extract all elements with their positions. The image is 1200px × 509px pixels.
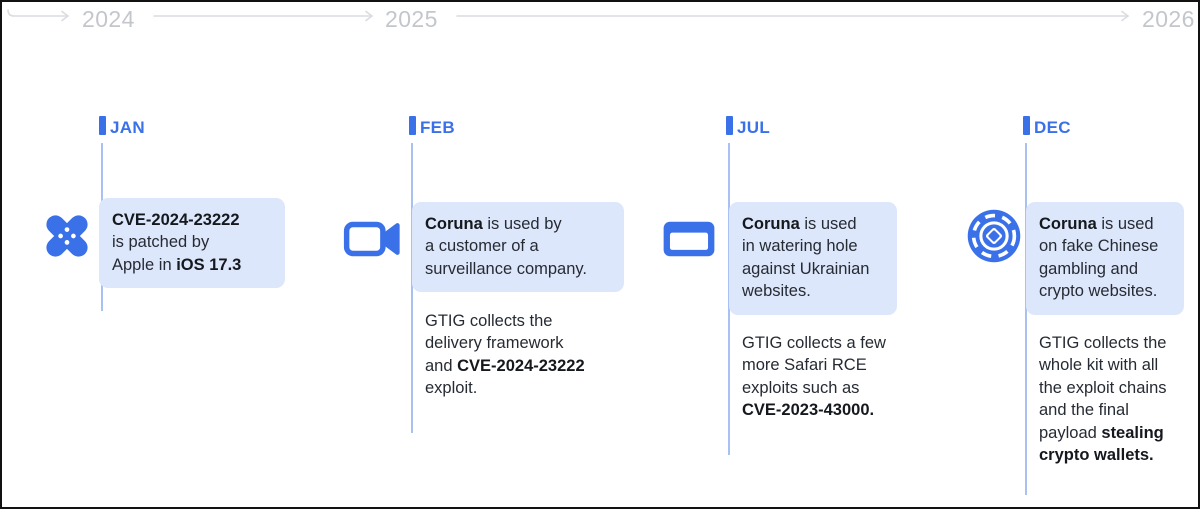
- note_lines-line: payload stealing: [1039, 422, 1198, 444]
- timeline-vertical-line: [411, 143, 413, 433]
- body-text: and the final: [1039, 401, 1129, 420]
- body-text: a customer of a: [425, 237, 539, 256]
- body-text: is used: [1096, 215, 1154, 233]
- event-card: Coruna is used in watering hole against Uk…: [729, 202, 897, 315]
- body-text: the exploit chains: [1039, 378, 1167, 397]
- body-text: against Ukrainian: [742, 259, 870, 278]
- month-tick-feb: [409, 116, 416, 135]
- card_lines-line: Coruna is used: [1039, 213, 1171, 235]
- card_lines-line: CVE-2024-23222: [112, 209, 272, 231]
- card_lines-line: in watering hole: [742, 235, 884, 257]
- event-note: GTIG collects the whole kit with all the e…: [1039, 332, 1198, 467]
- month-label-jul: JUL: [737, 118, 771, 137]
- event-note: GTIG collects the delivery framework and C…: [425, 310, 651, 400]
- year-axis: 2024 2025 2026: [2, 2, 1198, 48]
- card_lines-line: Coruna is used: [742, 213, 884, 235]
- note_lines-line: more Safari RCE: [742, 354, 924, 376]
- note_lines-line: CVE-2023-43000.: [742, 399, 924, 421]
- body-text: is used by: [482, 215, 562, 233]
- body-text: delivery framework: [425, 334, 564, 353]
- note_lines-line: crypto wallets.: [1039, 444, 1198, 466]
- body-text: GTIG collects the: [425, 312, 553, 330]
- body-text: crypto websites.: [1039, 282, 1158, 301]
- body-text: gambling and: [1039, 259, 1139, 278]
- bandage-icon: [38, 207, 96, 270]
- body-text: surveillance company.: [425, 259, 588, 278]
- emphasis-text: Coruna: [425, 215, 483, 233]
- browser-window-icon: [660, 210, 718, 273]
- body-text: Apple in: [112, 255, 177, 274]
- card_lines-line: a customer of a: [425, 235, 611, 257]
- month-tick-dec: [1023, 116, 1030, 135]
- month-tick-jul: [726, 116, 733, 135]
- note_lines-line: GTIG collects the: [425, 310, 651, 332]
- card_lines-line: crypto websites.: [1039, 280, 1171, 302]
- event-card: Coruna is used by a customer of a surveill…: [412, 202, 624, 293]
- card_lines-line: Coruna is used by: [425, 213, 611, 235]
- event-card: Coruna is used on fake Chinese gambling an…: [1026, 202, 1184, 315]
- emphasis-text: iOS 17.3: [176, 255, 242, 274]
- body-text: GTIG collects a few: [742, 334, 886, 352]
- emphasis-text: crypto wallets.: [1039, 446, 1154, 465]
- note_lines-line: the exploit chains: [1039, 377, 1198, 399]
- card_lines-line: gambling and: [1039, 258, 1171, 280]
- body-text: and: [425, 356, 458, 375]
- note_lines-line: whole kit with all: [1039, 354, 1198, 376]
- note_lines-line: exploit.: [425, 377, 651, 399]
- card_lines-line: surveillance company.: [425, 258, 611, 280]
- month-label-dec: DEC: [1034, 118, 1071, 137]
- month-label-feb: FEB: [420, 118, 455, 137]
- emphasis-text: Coruna: [1039, 215, 1097, 233]
- note_lines-line: GTIG collects the: [1039, 332, 1198, 354]
- body-text: websites.: [742, 282, 811, 301]
- emphasis-text: CVE-2024-23222: [112, 211, 240, 229]
- card_lines-line: against Ukrainian: [742, 258, 884, 280]
- month-label-jan: JAN: [110, 118, 145, 137]
- body-text: is used: [799, 215, 857, 233]
- card_lines-line: is patched by: [112, 231, 272, 253]
- event-card: CVE-2024-23222 is patched by Apple in iOS …: [99, 198, 285, 289]
- event-note: GTIG collects a few more Safari RCE exploi…: [742, 332, 924, 422]
- video-camera-icon: [343, 210, 401, 273]
- emphasis-text: CVE-2023-43000.: [742, 401, 875, 420]
- card_lines-line: websites.: [742, 280, 884, 302]
- body-text: in watering hole: [742, 237, 858, 256]
- timeline-vertical-line: [1025, 143, 1027, 495]
- year-label-2026: 2026: [1142, 6, 1195, 32]
- body-text: payload: [1039, 423, 1102, 442]
- note_lines-line: delivery framework: [425, 332, 651, 354]
- body-text: GTIG collects the: [1039, 334, 1167, 352]
- note_lines-line: and the final: [1039, 399, 1198, 421]
- body-text: exploits such as: [742, 378, 860, 397]
- body-text: is patched by: [112, 233, 210, 252]
- note_lines-line: GTIG collects a few: [742, 332, 924, 354]
- note_lines-line: and CVE-2024-23222: [425, 355, 651, 377]
- card_lines-line: on fake Chinese: [1039, 235, 1171, 257]
- emphasis-text: Coruna: [742, 215, 800, 233]
- body-text: on fake Chinese: [1039, 237, 1159, 256]
- body-text: whole kit with all: [1039, 356, 1159, 375]
- body-text: more Safari RCE: [742, 356, 867, 375]
- month-tick-jan: [99, 116, 106, 135]
- year-label-2024: 2024: [82, 6, 135, 32]
- casino-chip-icon: [965, 207, 1023, 270]
- card_lines-line: Apple in iOS 17.3: [112, 254, 272, 276]
- emphasis-text: CVE-2024-23222: [457, 356, 585, 375]
- year-label-2025: 2025: [385, 6, 438, 32]
- body-text: exploit.: [425, 379, 478, 398]
- note_lines-line: exploits such as: [742, 377, 924, 399]
- axis-arrows: [7, 9, 1129, 22]
- emphasis-text: stealing: [1101, 423, 1164, 442]
